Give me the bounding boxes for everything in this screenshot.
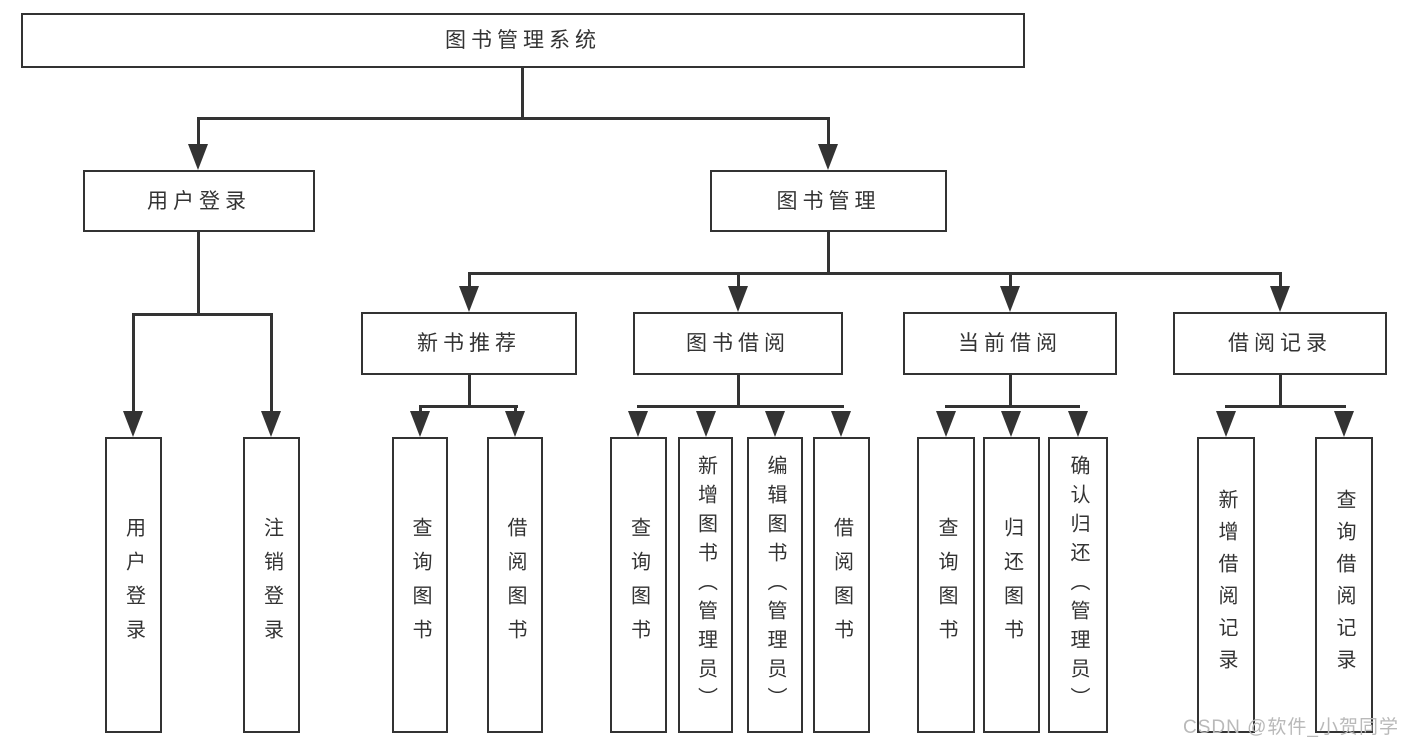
- leaf-current-confirm-admin: 确认归还（管理员）: [1048, 437, 1108, 733]
- connector-borrow-record-horizontal: [1225, 405, 1346, 408]
- arrow-down-nb-query: [410, 411, 430, 437]
- arrow-down-br-add: [1216, 411, 1236, 437]
- connector-user-login-horizontal: [132, 313, 273, 316]
- arrow-down-new-book: [459, 286, 479, 312]
- leaf-newbook-borrow: 借阅图书: [487, 437, 543, 733]
- leaf-borrow-edit-admin: 编辑图书（管理员）: [747, 437, 803, 733]
- connector-drop-book-borrow: [737, 272, 740, 290]
- connector-drop-login: [132, 313, 135, 413]
- connector-book-mgmt-stem: [827, 232, 830, 275]
- connector-drop-current-borrow: [1009, 272, 1012, 290]
- connector-user-login-stem: [197, 232, 200, 316]
- leaf-current-return: 归还图书: [983, 437, 1040, 733]
- connector-new-book-stem: [468, 374, 471, 408]
- connector-level3-horizontal: [468, 272, 1282, 275]
- connector-current-borrow-stem: [1009, 374, 1012, 408]
- node-root: 图书管理系统: [21, 13, 1025, 68]
- arrow-down-book-borrow: [728, 286, 748, 312]
- leaf-borrow-query: 查询图书: [610, 437, 667, 733]
- connector-new-book-horizontal: [419, 405, 518, 408]
- leaf-user-login: 用户登录: [105, 437, 162, 733]
- node-borrow-record: 借阅记录: [1173, 312, 1387, 375]
- arrow-down-bb-add: [696, 411, 716, 437]
- leaf-current-query: 查询图书: [917, 437, 975, 733]
- arrow-down-br-query: [1334, 411, 1354, 437]
- arrow-down-cb-return: [1001, 411, 1021, 437]
- connector-drop-nb-query: [419, 405, 422, 415]
- connector-drop-new-book: [468, 272, 471, 290]
- connector-book-borrow-horizontal: [637, 405, 844, 408]
- arrow-down-cb-confirm: [1068, 411, 1088, 437]
- csdn-watermark: CSDN @软件_小贺同学: [1183, 717, 1399, 738]
- arrow-down-book-mgmt: [818, 144, 838, 170]
- arrow-down-current-borrow: [1000, 286, 1020, 312]
- connector-drop-user-login: [197, 117, 200, 147]
- arrow-down-borrow-record: [1270, 286, 1290, 312]
- leaf-borrow-borrow: 借阅图书: [813, 437, 870, 733]
- node-book-borrow: 图书借阅: [633, 312, 843, 375]
- arrow-down-bb-query: [628, 411, 648, 437]
- arrow-down-login: [123, 411, 143, 437]
- node-book-management: 图书管理: [710, 170, 947, 232]
- arrow-down-cb-query: [936, 411, 956, 437]
- connector-drop-logout: [270, 313, 273, 413]
- connector-drop-borrow-record: [1279, 272, 1282, 290]
- leaf-record-add: 新增借阅记录: [1197, 437, 1255, 733]
- leaf-newbook-query: 查询图书: [392, 437, 448, 733]
- connector-borrow-record-stem: [1279, 374, 1282, 408]
- connector-root-trunk: [521, 68, 524, 118]
- connector-drop-nb-borrow: [514, 405, 517, 415]
- connector-drop-book-mgmt: [827, 117, 830, 147]
- arrow-down-user-login: [188, 144, 208, 170]
- arrow-down-logout: [261, 411, 281, 437]
- node-current-borrow: 当前借阅: [903, 312, 1117, 375]
- leaf-record-query: 查询借阅记录: [1315, 437, 1373, 733]
- node-new-book-recommend: 新书推荐: [361, 312, 577, 375]
- connector-book-borrow-stem: [737, 374, 740, 408]
- arrow-down-bb-borrow: [831, 411, 851, 437]
- connector-level1-horizontal: [197, 117, 830, 120]
- connector-current-borrow-horizontal: [945, 405, 1080, 408]
- arrow-down-bb-edit: [765, 411, 785, 437]
- leaf-logout: 注销登录: [243, 437, 300, 733]
- node-user-login: 用户登录: [83, 170, 315, 232]
- leaf-borrow-add-admin: 新增图书（管理员）: [678, 437, 733, 733]
- arrow-down-nb-borrow: [505, 411, 525, 437]
